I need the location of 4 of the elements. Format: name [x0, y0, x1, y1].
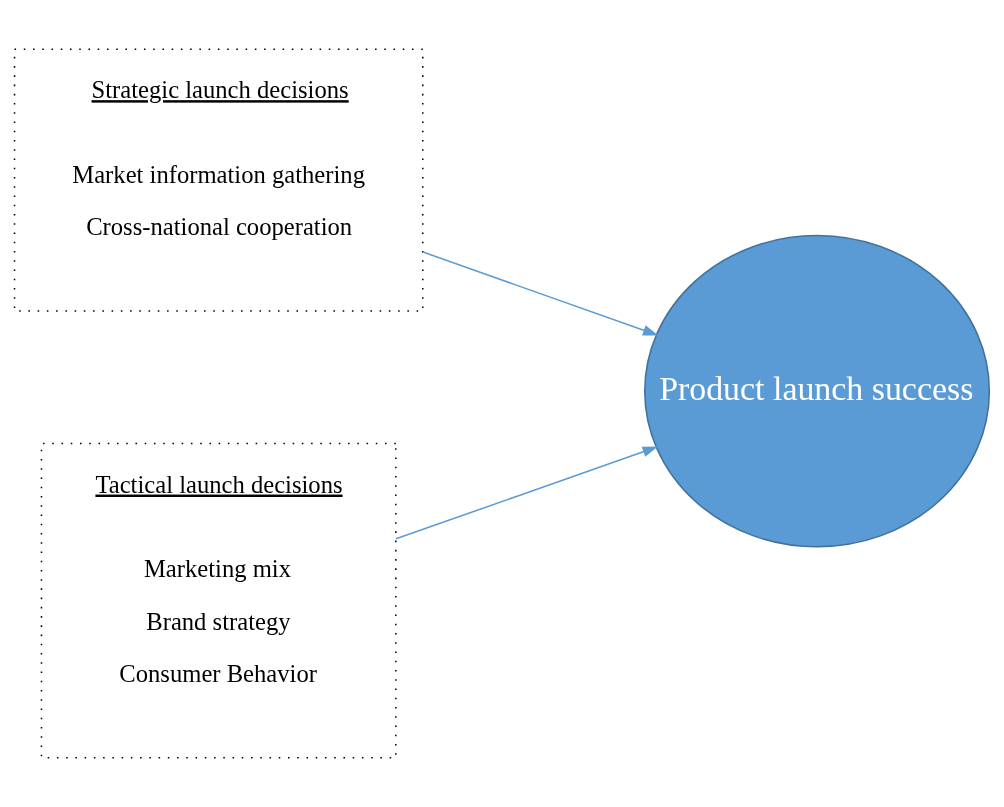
arrow [422, 251, 659, 336]
arrow [395, 446, 658, 540]
node-box: Strategic launch decisions Market information gathering Cross-national cooperation [13, 48, 424, 312]
node-box: Tactical launch decisions Marketing mix Brand strategy Consumer Behavior [40, 442, 397, 759]
